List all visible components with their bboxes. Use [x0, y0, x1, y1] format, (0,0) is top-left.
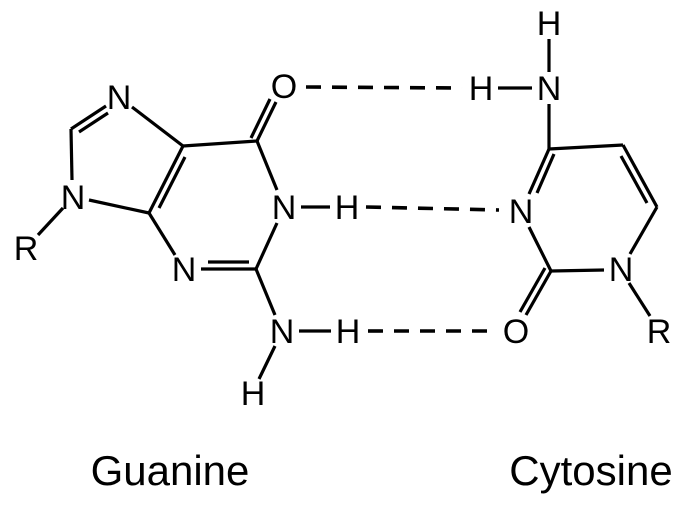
guanine-n2-ha-label: H [336, 313, 361, 351]
guanine-n7-label: N [107, 79, 132, 117]
cytosine-bonds [498, 39, 659, 317]
guanine-n1-label: N [272, 189, 297, 227]
hbond-o6-to-amine-h [305, 85, 463, 90]
bond-c-c4-n3 [527, 148, 551, 195]
guanine-o6-label: O [271, 68, 297, 106]
bond-g-n2-h2b [257, 345, 277, 380]
cytosine-n4-label: N [537, 70, 562, 108]
bond-c-c5-c4 [548, 143, 624, 151]
hbond-n1h-to-n3 [365, 205, 500, 212]
bond-g-c6-o6 [255, 101, 278, 142]
bond-g-c4-c5 [147, 145, 185, 214]
bond-c-c2-n1 [550, 268, 605, 273]
guanine-r-label: R [14, 230, 39, 268]
guanine-n2-label: N [270, 313, 295, 351]
bond-g-c6-n1 [255, 140, 279, 191]
bond-c-c6-c5-double [619, 155, 649, 204]
bond-c-c4-n3-double [535, 153, 556, 194]
bond-g-n3-c4 [147, 212, 177, 256]
guanine-n2-hb-label: H [241, 375, 266, 413]
bond-g-n9-r [36, 206, 65, 237]
bond-c-n3-c2 [527, 226, 553, 272]
bond-c-c2-o2 [524, 270, 553, 316]
cytosine-n4-ha-label: H [537, 5, 562, 43]
guanine-atom-labels: N N R O N H N N H H [14, 68, 361, 413]
cytosine-atom-labels: H H N N O N R [469, 5, 672, 351]
bond-g-n9-c4 [88, 198, 150, 215]
bond-g-c2-n2 [254, 268, 277, 316]
guanine-name-label: Guanine [91, 447, 250, 494]
cytosine-n4-hb-label: H [469, 70, 494, 108]
bond-g-n1-c2 [254, 222, 279, 270]
bond-g-n7-c5 [131, 105, 184, 148]
bond-g-n7-c8 [70, 104, 107, 131]
bond-c-n1-c6 [628, 206, 659, 255]
cytosine-n3-label: N [509, 193, 534, 231]
bond-c-c6-c5 [621, 144, 659, 208]
cytosine-r-label: R [647, 313, 672, 351]
guanine-n3-label: N [172, 251, 197, 289]
guanine-n1-h-label: H [335, 189, 360, 227]
bond-c-c2-o2-double [518, 267, 547, 313]
guanine-bonds [36, 98, 331, 380]
guanine-n9-label: N [61, 179, 86, 217]
bond-g-c4-c5-double [157, 156, 187, 209]
cytosine-n1-label: N [609, 251, 634, 289]
bond-g-c8-n9 [69, 128, 74, 181]
bond-g-c6-o6-double [249, 98, 272, 139]
bond-g-n7-c8-double [78, 111, 109, 134]
hydrogen-bonds [305, 85, 500, 333]
cytosine-o2-label: O [503, 313, 529, 351]
cytosine-name-label: Cytosine [509, 447, 672, 494]
bond-c-n1-r [627, 282, 652, 317]
bond-g-c5-c6 [182, 139, 258, 148]
